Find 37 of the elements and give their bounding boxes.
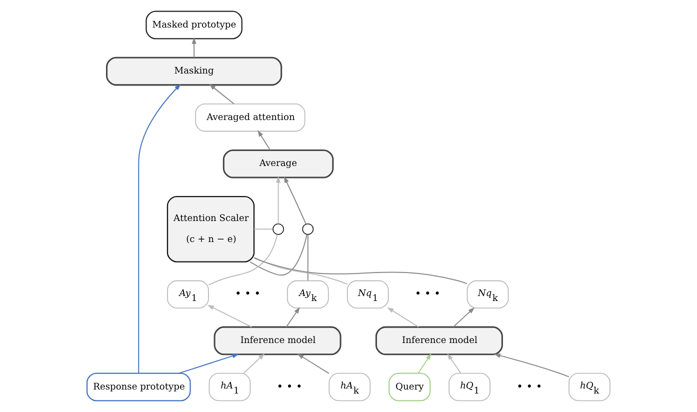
- label: • • •: [276, 380, 302, 393]
- arrow: [192, 37, 196, 58]
- node-box: Query: [388, 372, 431, 402]
- node-box: Average: [222, 149, 334, 178]
- arrow: [418, 353, 432, 374]
- connector: [250, 234, 308, 276]
- label: • • •: [235, 287, 261, 300]
- connector: [254, 228, 274, 230]
- arrow: [258, 130, 271, 151]
- connector: [208, 234, 278, 286]
- node-circle: [272, 223, 284, 235]
- arrow: [276, 176, 281, 224]
- arrow: [209, 84, 234, 104]
- arrow: [297, 354, 330, 374]
- node-box: Inference model: [375, 326, 503, 356]
- arrow: [387, 307, 420, 328]
- label: • • •: [516, 380, 542, 393]
- arrow: [207, 304, 252, 328]
- node-box: Averaged attention: [195, 103, 306, 132]
- node-box: Masked prototype: [146, 10, 242, 40]
- arrow: [452, 307, 475, 328]
- node-box: Inference model: [214, 326, 342, 356]
- label: • • •: [414, 287, 440, 300]
- node-circle: [302, 223, 314, 235]
- arrow: [494, 353, 570, 378]
- arrow: [138, 84, 181, 374]
- node-box: Attention Scaler (c + n − e): [166, 196, 255, 262]
- arrow: [284, 176, 306, 225]
- arrow: [447, 353, 462, 374]
- arrow: [243, 354, 265, 374]
- node-box: Masking: [106, 56, 282, 86]
- connector: [254, 256, 348, 285]
- node-box: Response prototype: [86, 372, 191, 402]
- connector: [254, 257, 468, 284]
- arrow: [286, 307, 300, 328]
- arrow: [178, 354, 239, 374]
- connector: [307, 234, 308, 281]
